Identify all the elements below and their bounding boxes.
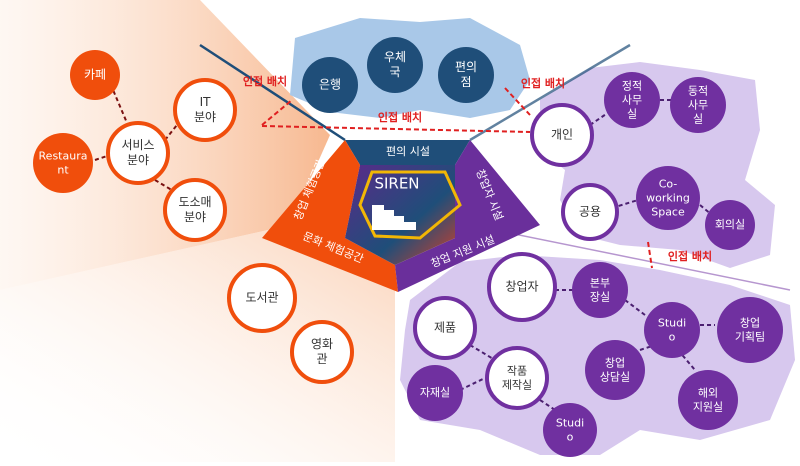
- node-service: [106, 121, 170, 185]
- adjacency-arrow-right: [504, 87, 531, 116]
- link-studio1-overseas: [677, 349, 696, 371]
- node-restaurant: [33, 133, 93, 193]
- label-service: 서비스 분야: [121, 138, 155, 167]
- label-cowork: Co- working Space: [646, 177, 690, 218]
- label-consult: 창업 상담실: [599, 356, 631, 383]
- label-hq: 본부 장실: [589, 276, 611, 303]
- core-outline: [358, 170, 462, 240]
- node-hq: [572, 262, 628, 318]
- label-plan: 창업 기획팀: [734, 316, 766, 343]
- label-quiet: 정적 사무 실: [621, 79, 643, 120]
- label-studio1: Studi o: [657, 316, 687, 343]
- node-cafe: [70, 50, 120, 100]
- node-personal: [530, 103, 594, 167]
- node-meeting: [705, 200, 755, 250]
- guide-line-right: [469, 43, 631, 142]
- node-consult: [585, 340, 645, 400]
- link-cowork-meeting: [699, 204, 713, 216]
- label-restaurant: Restaura nt: [38, 149, 88, 176]
- label-post: 우체 국: [383, 50, 407, 79]
- adjacency-label-right: 인접 배치: [520, 77, 566, 91]
- label-overseas: 해외 지원실: [692, 386, 724, 413]
- adjacency-label-lower: 인접 배치: [667, 250, 713, 264]
- label-meeting: 회의실: [714, 218, 746, 232]
- node-material: [407, 365, 463, 421]
- label-library: 도서관: [245, 290, 279, 305]
- node-quiet: [604, 72, 660, 128]
- link-personal-quiet: [589, 107, 616, 126]
- link-it-service: [164, 114, 186, 141]
- node-library: [227, 263, 297, 333]
- adjacency-label-left: 인접 배치: [242, 75, 288, 89]
- node-shared: [561, 183, 619, 241]
- node-plan: [717, 297, 783, 363]
- label-active: 동적 사무 실: [687, 84, 709, 125]
- link-restaurant-service: [94, 154, 111, 161]
- label-conv: 편의 점: [454, 60, 478, 89]
- label-cinema: 영화 관: [310, 337, 334, 366]
- core-title: SIREN: [374, 174, 420, 193]
- node-bank: [302, 57, 358, 113]
- section-top-label: 편의 시설: [386, 145, 430, 159]
- label-work: 작품 제작실: [501, 364, 533, 391]
- node-post: [367, 37, 423, 93]
- label-it: IT 분야: [193, 95, 217, 124]
- node-it: [173, 78, 237, 142]
- link-product-work: [469, 344, 496, 361]
- link-shared-cowork: [611, 199, 639, 209]
- label-personal: 개인: [550, 127, 574, 142]
- label-cafe: 카페: [83, 67, 107, 82]
- adjacency-arrow-center: [261, 125, 531, 133]
- guide-line-lower-right: [469, 224, 791, 291]
- label-bank: 은행: [318, 77, 342, 92]
- node-overseas: [678, 370, 738, 430]
- section-right-shape: [395, 140, 540, 292]
- adjacency-label-center: 인접 배치: [377, 111, 423, 125]
- link-material-work: [459, 377, 486, 391]
- core-shape: [345, 165, 455, 265]
- label-studio2: Studi o: [555, 416, 585, 443]
- node-product: [413, 296, 477, 360]
- section-top-shape: [345, 140, 470, 165]
- orange-region-lower: [0, 225, 395, 462]
- node-studio1: [644, 302, 700, 358]
- adjacency-arrow-lower: [647, 241, 653, 269]
- node-conv: [438, 47, 494, 103]
- node-founder: [487, 252, 557, 322]
- node-work: [485, 346, 549, 410]
- stairs-icon: [372, 205, 416, 230]
- section-left-shape: [262, 140, 398, 292]
- label-product: 제품: [433, 320, 457, 335]
- node-cinema: [290, 320, 354, 384]
- link-consult-studio1: [639, 344, 656, 351]
- label-material: 자재실: [419, 386, 451, 400]
- label-retail: 도소매 분야: [178, 195, 212, 224]
- label-shared: 공용: [578, 204, 602, 219]
- node-retail: [163, 178, 227, 242]
- node-studio2: [543, 403, 597, 457]
- link-work-studio2: [539, 399, 559, 413]
- label-founder: 창업자: [505, 279, 539, 294]
- adjacency-arrow-left: [261, 99, 293, 126]
- node-active: [670, 77, 726, 133]
- node-cowork: [636, 166, 700, 230]
- guide-line-left: [199, 43, 346, 142]
